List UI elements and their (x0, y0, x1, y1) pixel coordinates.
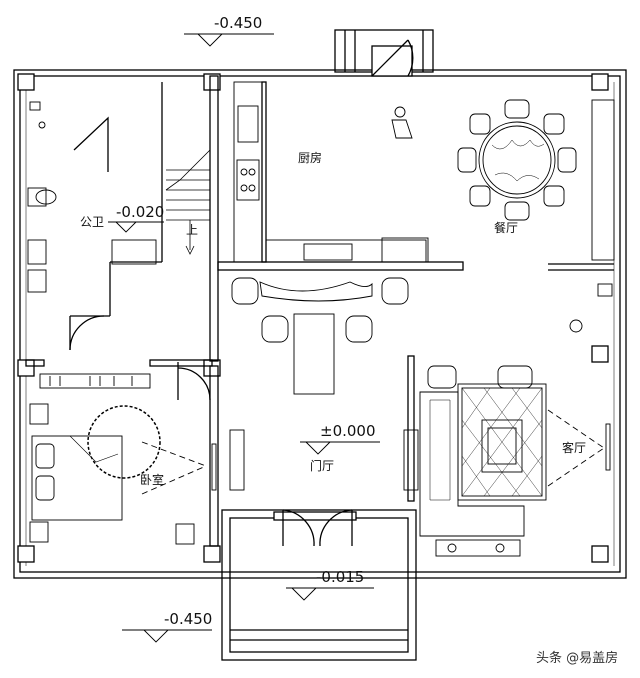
level-label-bath: -0.020 (116, 203, 164, 221)
bathroom-fixtures (27, 101, 157, 293)
foyer-cabinet (229, 429, 419, 491)
level-label-bottom: -0.450 (164, 610, 212, 628)
level-label-main: ±0.000 (320, 422, 376, 440)
round-rug (87, 405, 161, 479)
top-door (371, 39, 414, 77)
level-label-porch: -0.015 (316, 568, 364, 586)
front-porch (221, 509, 417, 661)
room-label-bathroom: 公卫 (80, 215, 104, 229)
staircase (165, 149, 211, 255)
room-label-dining: 餐厅 (494, 220, 518, 235)
wardrobe (39, 373, 151, 389)
bedroom-door (177, 362, 211, 401)
elevation-marker-top (184, 33, 274, 47)
elevation-marker-bath (108, 221, 164, 233)
room-label-foyer: 门厅 (310, 458, 334, 473)
kitchen-counter (233, 81, 429, 263)
sofa (419, 391, 525, 537)
room-label-bedroom: 卧室 (140, 472, 164, 487)
top-entrance-steps (334, 29, 434, 77)
armchair-living (427, 365, 533, 389)
structural-column (17, 73, 609, 563)
elevation-marker-bottom (122, 629, 212, 643)
breakfast-table (259, 281, 373, 395)
watermark: 头条 @易盖房 (536, 650, 618, 666)
bath-upper-door (73, 116, 109, 172)
bed (29, 403, 123, 543)
bedroom-tv-cabinet (141, 441, 217, 545)
exterior-wall (13, 69, 627, 579)
bathroom-door (69, 315, 105, 351)
interior-walls (25, 75, 614, 547)
stair-up-label: 上 (186, 223, 198, 237)
coffee-table (481, 419, 523, 473)
level-label-top: -0.450 (214, 14, 262, 32)
elevation-marker-porch (286, 587, 374, 601)
sideboard (591, 99, 615, 261)
room-label-kitchen: 厨房 (298, 150, 322, 165)
elevation-marker-main (300, 441, 380, 455)
living-tv-cabinet (435, 283, 613, 557)
front-door (282, 509, 353, 547)
dining-table (478, 121, 556, 199)
room-label-living: 客厅 (562, 440, 586, 455)
person-figure (391, 106, 413, 139)
living-room-rug (457, 383, 547, 501)
armchair (231, 277, 409, 343)
dining-chair (457, 99, 577, 221)
